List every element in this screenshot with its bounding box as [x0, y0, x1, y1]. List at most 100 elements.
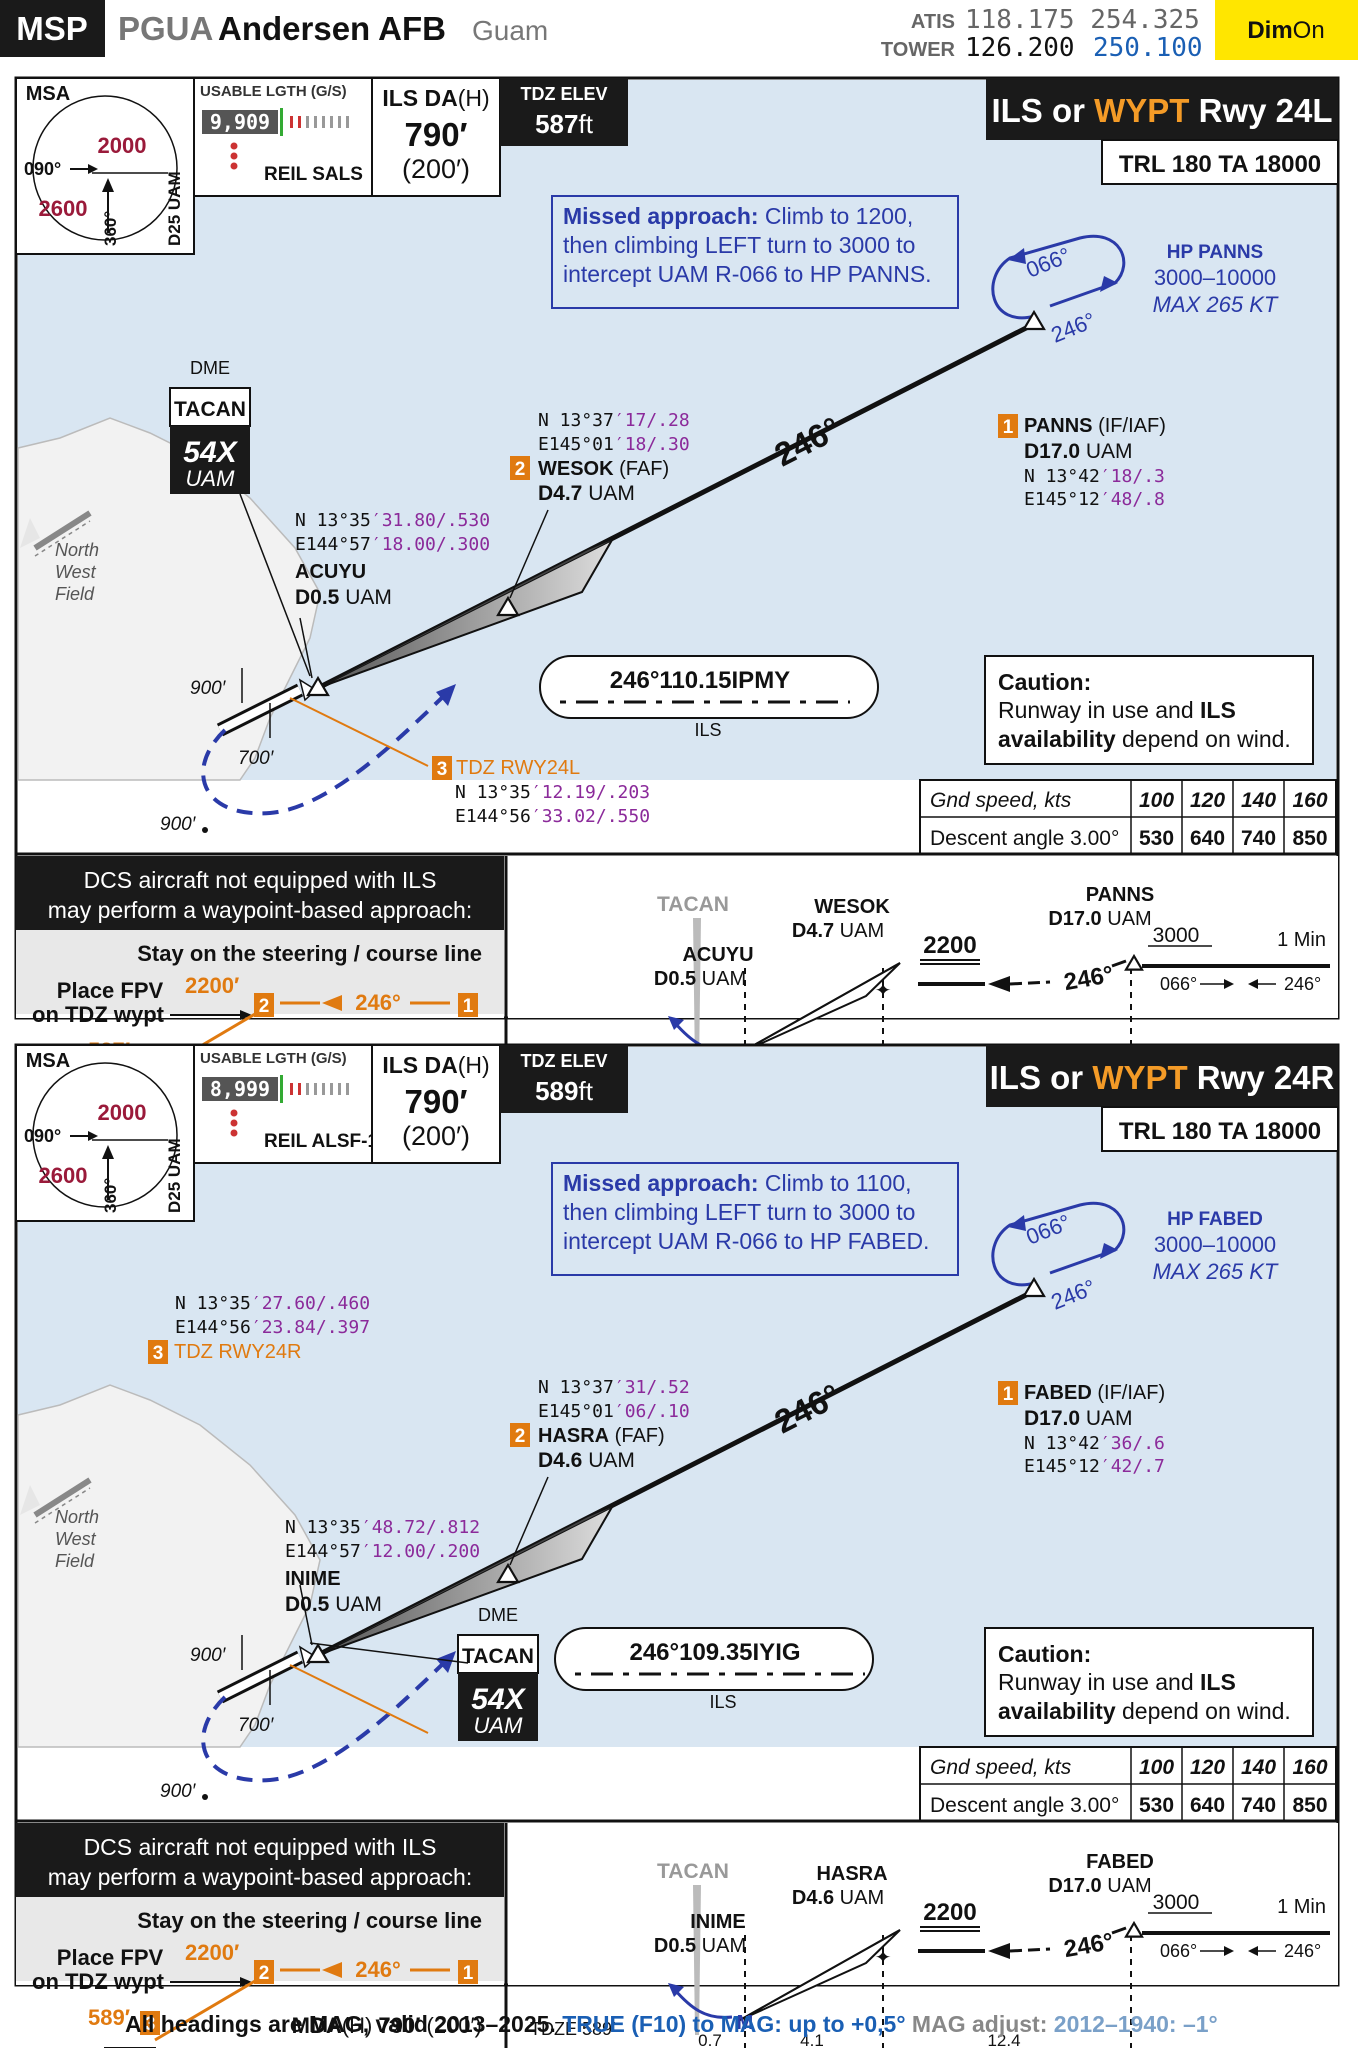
threshold-lon-line: E144°57′18.00/.300 [295, 534, 490, 555]
approach-light-icon [330, 1083, 333, 1095]
missed-approach-arrow-icon [436, 684, 456, 706]
dcs-steering-note: Stay on the steering / course line [137, 1908, 482, 1933]
iaf-ref: UAM [1080, 440, 1133, 463]
hold-name: HP PANNS [1167, 242, 1263, 263]
dcs-course: 246° [355, 990, 401, 1015]
reil-light-icon [230, 1129, 238, 1137]
terrain-900-b: 900′ [160, 814, 197, 835]
profile-iaf-ref: UAM [1102, 908, 1152, 930]
iaf-lon: E145°12 [1024, 489, 1100, 510]
msa-bearing-090: 090° [24, 1126, 61, 1146]
approach-light-icon [322, 116, 325, 128]
ils-ident: IPMY [732, 667, 791, 694]
iaf-lat-min: ′36/.6 [1100, 1433, 1165, 1454]
caution-text1: Runway in use and ILS [998, 697, 1236, 723]
hold-name: HP FABED [1167, 1209, 1263, 1230]
tdz-number-badge: 3 [153, 1343, 164, 1364]
iaf-dme: D17.0 UAM [1024, 440, 1133, 463]
profile-distance-3: 12.4 [987, 2031, 1020, 2048]
trl-frame [1101, 1106, 1339, 1152]
threshold-leader [299, 617, 313, 679]
dcs-title-line1: DCS aircraft not equipped with ILS [84, 867, 437, 893]
profile-altitude: 2200 [923, 1899, 976, 1926]
reil-light-icon [230, 142, 238, 150]
msa-radius: D25 UAM [165, 171, 184, 246]
msa-box-frame [15, 1044, 195, 1222]
tdz-lon-min: ′33.02/.550 [531, 806, 650, 827]
approach-light-icon [346, 116, 349, 128]
dme-label: DME [478, 1605, 518, 1625]
ils-info: 246°109.35IYIG [629, 1639, 800, 1666]
north-west-field-runway [33, 510, 92, 551]
descent-rate-640: 640 [1190, 827, 1225, 850]
profile-faf-dist: D4.7 [792, 920, 834, 942]
tdz-lat-line: N 13°35′27.60/.460 [175, 1293, 370, 1314]
title-ils: ILS or [991, 92, 1094, 129]
profile-tacan: TACAN [657, 893, 729, 916]
tacan-leader [239, 493, 311, 677]
ils-course: 246° [629, 1639, 679, 1666]
msa-label: MSA [26, 1050, 70, 1072]
dcs-steering-note: Stay on the steering / course line [137, 941, 482, 966]
approach-title: ILS or WYPT Rwy 24R [990, 1059, 1335, 1096]
tdz-lon: E144°56 [455, 806, 531, 827]
faf-leader [509, 1476, 549, 1566]
footer-mag-adjust-value: 2012–1940: –1° [1054, 2011, 1218, 2037]
faf-ref: UAM [582, 1449, 635, 1472]
dcs-badge-2: 2 [259, 996, 270, 1017]
runway-length-frame [193, 1044, 373, 1164]
profile-faf-cross-icon: ✦ [875, 980, 892, 1002]
iaf-number-badge: 1 [1003, 417, 1014, 438]
tacan-type-frame [169, 387, 251, 427]
iaf-distance: D17.0 [1024, 440, 1080, 463]
tdz-number-badge: 3 [437, 759, 448, 780]
missed-approach-path [201, 688, 452, 816]
iaf-lon: E145°12 [1024, 1456, 1100, 1477]
da-value: 790′ [405, 1083, 468, 1120]
iaf-type: (IF/IAF) [1092, 1382, 1165, 1404]
title-runway: Rwy 24L [1189, 92, 1332, 129]
faf-number-badge: 2 [515, 459, 526, 480]
terrain-900-b: 900′ [160, 1781, 197, 1802]
caution-ils: ILS [1200, 1669, 1236, 1695]
profile-threshold-dme: D0.5 UAM [654, 1935, 746, 1957]
dcs-mda-line: MDA(H) 790′ (200′) [292, 2013, 482, 2038]
missed-approach-label: Missed approach: [563, 203, 759, 229]
profile-missed-arc [673, 1989, 733, 2019]
iaf-lon-min: ′48/.8 [1100, 489, 1165, 510]
msp-badge [0, 0, 105, 57]
dme-label: DME [190, 358, 230, 378]
msa-alt-north: 2000 [98, 1100, 147, 1125]
caution-frame [984, 655, 1314, 765]
trl-ta: TRL 180 TA 18000 [1119, 151, 1321, 178]
approach-light-icon [346, 1083, 349, 1095]
waypoint-faf-icon [496, 1562, 520, 1584]
dcs-mda: MDA [292, 2013, 342, 2038]
north-west-field-label-0: North [55, 540, 99, 560]
ground-speed-label: Gnd speed, kts [930, 1756, 1072, 1779]
missed-approach-line3: intercept UAM R-066 to HP PANNS. [563, 261, 932, 287]
profile-tacan-icon [693, 918, 701, 1068]
tdz-leader [289, 697, 429, 767]
dim-toggle-button[interactable]: DimOn [1215, 0, 1358, 60]
iaf-number-badge: 1 [1003, 1384, 1014, 1405]
caution-title: Caution: [998, 1641, 1091, 1667]
waypoint-iaf-icon [1022, 309, 1046, 331]
usable-length-value: 9,909 [210, 110, 270, 134]
holding-arrow-icon [1100, 1243, 1118, 1259]
profile-iaf-dme: D17.0 UAM [1048, 908, 1151, 930]
profile-tacan-icon [693, 1885, 701, 2035]
msa-bearing-360: 360° [101, 211, 120, 246]
da-height: (200′) [402, 154, 470, 184]
threshold-leader [299, 1584, 313, 1646]
atis-label: ATIS [911, 11, 955, 33]
profile-level-arrow-icon [988, 1943, 1010, 1959]
faf-name: HASRA [538, 1425, 609, 1447]
tower-frequency-uhf: 250.100 [1093, 33, 1203, 63]
hold-speed: MAX 265 KT [1153, 1259, 1279, 1284]
descent-rate-740: 740 [1241, 1794, 1276, 1817]
